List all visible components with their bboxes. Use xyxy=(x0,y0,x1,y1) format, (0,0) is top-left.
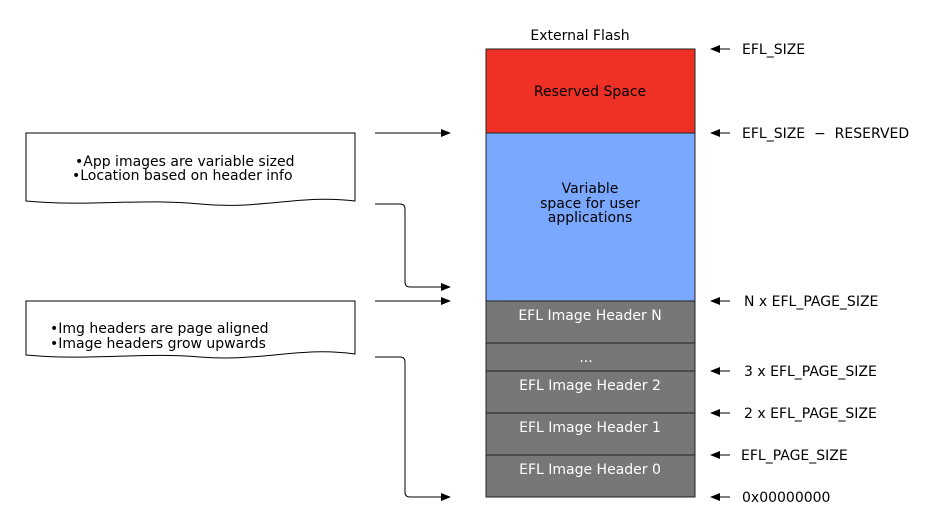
img-headers-note-line-1: •Img headers are page aligned xyxy=(50,321,269,337)
n-page-size-label: N x EFL_PAGE_SIZE xyxy=(744,294,878,310)
app-images-bottom-arrow xyxy=(375,203,451,291)
variable-space-block xyxy=(485,132,696,302)
ellipsis-block xyxy=(485,342,696,372)
variable-space-label-line-2: space for user xyxy=(540,196,640,212)
three-page-size-label: 3 x EFL_PAGE_SIZE xyxy=(744,364,877,380)
header-2-block xyxy=(485,370,696,414)
img-headers-note xyxy=(25,300,356,359)
two-page-size-label: 2 x EFL_PAGE_SIZE xyxy=(744,406,877,422)
variable-space-label-line-1: Variable xyxy=(562,181,619,197)
efl-size-reserved-label: EFL_SIZE − RESERVED xyxy=(742,126,909,142)
reserved-space-block xyxy=(485,48,696,134)
img-headers-bottom-arrow xyxy=(375,356,451,501)
diagram-title: External Flash xyxy=(530,28,629,44)
reserved-space-label: Reserved Space xyxy=(534,84,646,100)
page-size-label: EFL_PAGE_SIZE xyxy=(741,448,848,464)
header-n-label: EFL Image Header N xyxy=(518,308,661,324)
header-0-block xyxy=(485,454,696,498)
app-images-note xyxy=(25,132,356,206)
efl-size-label: EFL_SIZE xyxy=(742,42,805,58)
app-images-note-line-1: •App images are variable sized xyxy=(75,154,294,170)
img-headers-note-line-2: •Image headers grow upwards xyxy=(50,336,266,352)
header-n-block xyxy=(485,300,696,344)
header-0-label: EFL Image Header 0 xyxy=(519,462,661,478)
header-2-label: EFL Image Header 2 xyxy=(519,378,661,394)
header-1-block xyxy=(485,412,696,456)
header-1-label: EFL Image Header 1 xyxy=(519,420,661,436)
app-images-note-line-2: •Location based on header info xyxy=(72,168,293,184)
zero-address-label: 0x00000000 xyxy=(742,490,830,506)
ellipsis-label: ... xyxy=(579,350,592,366)
variable-space-label-line-3: applications xyxy=(548,210,633,226)
